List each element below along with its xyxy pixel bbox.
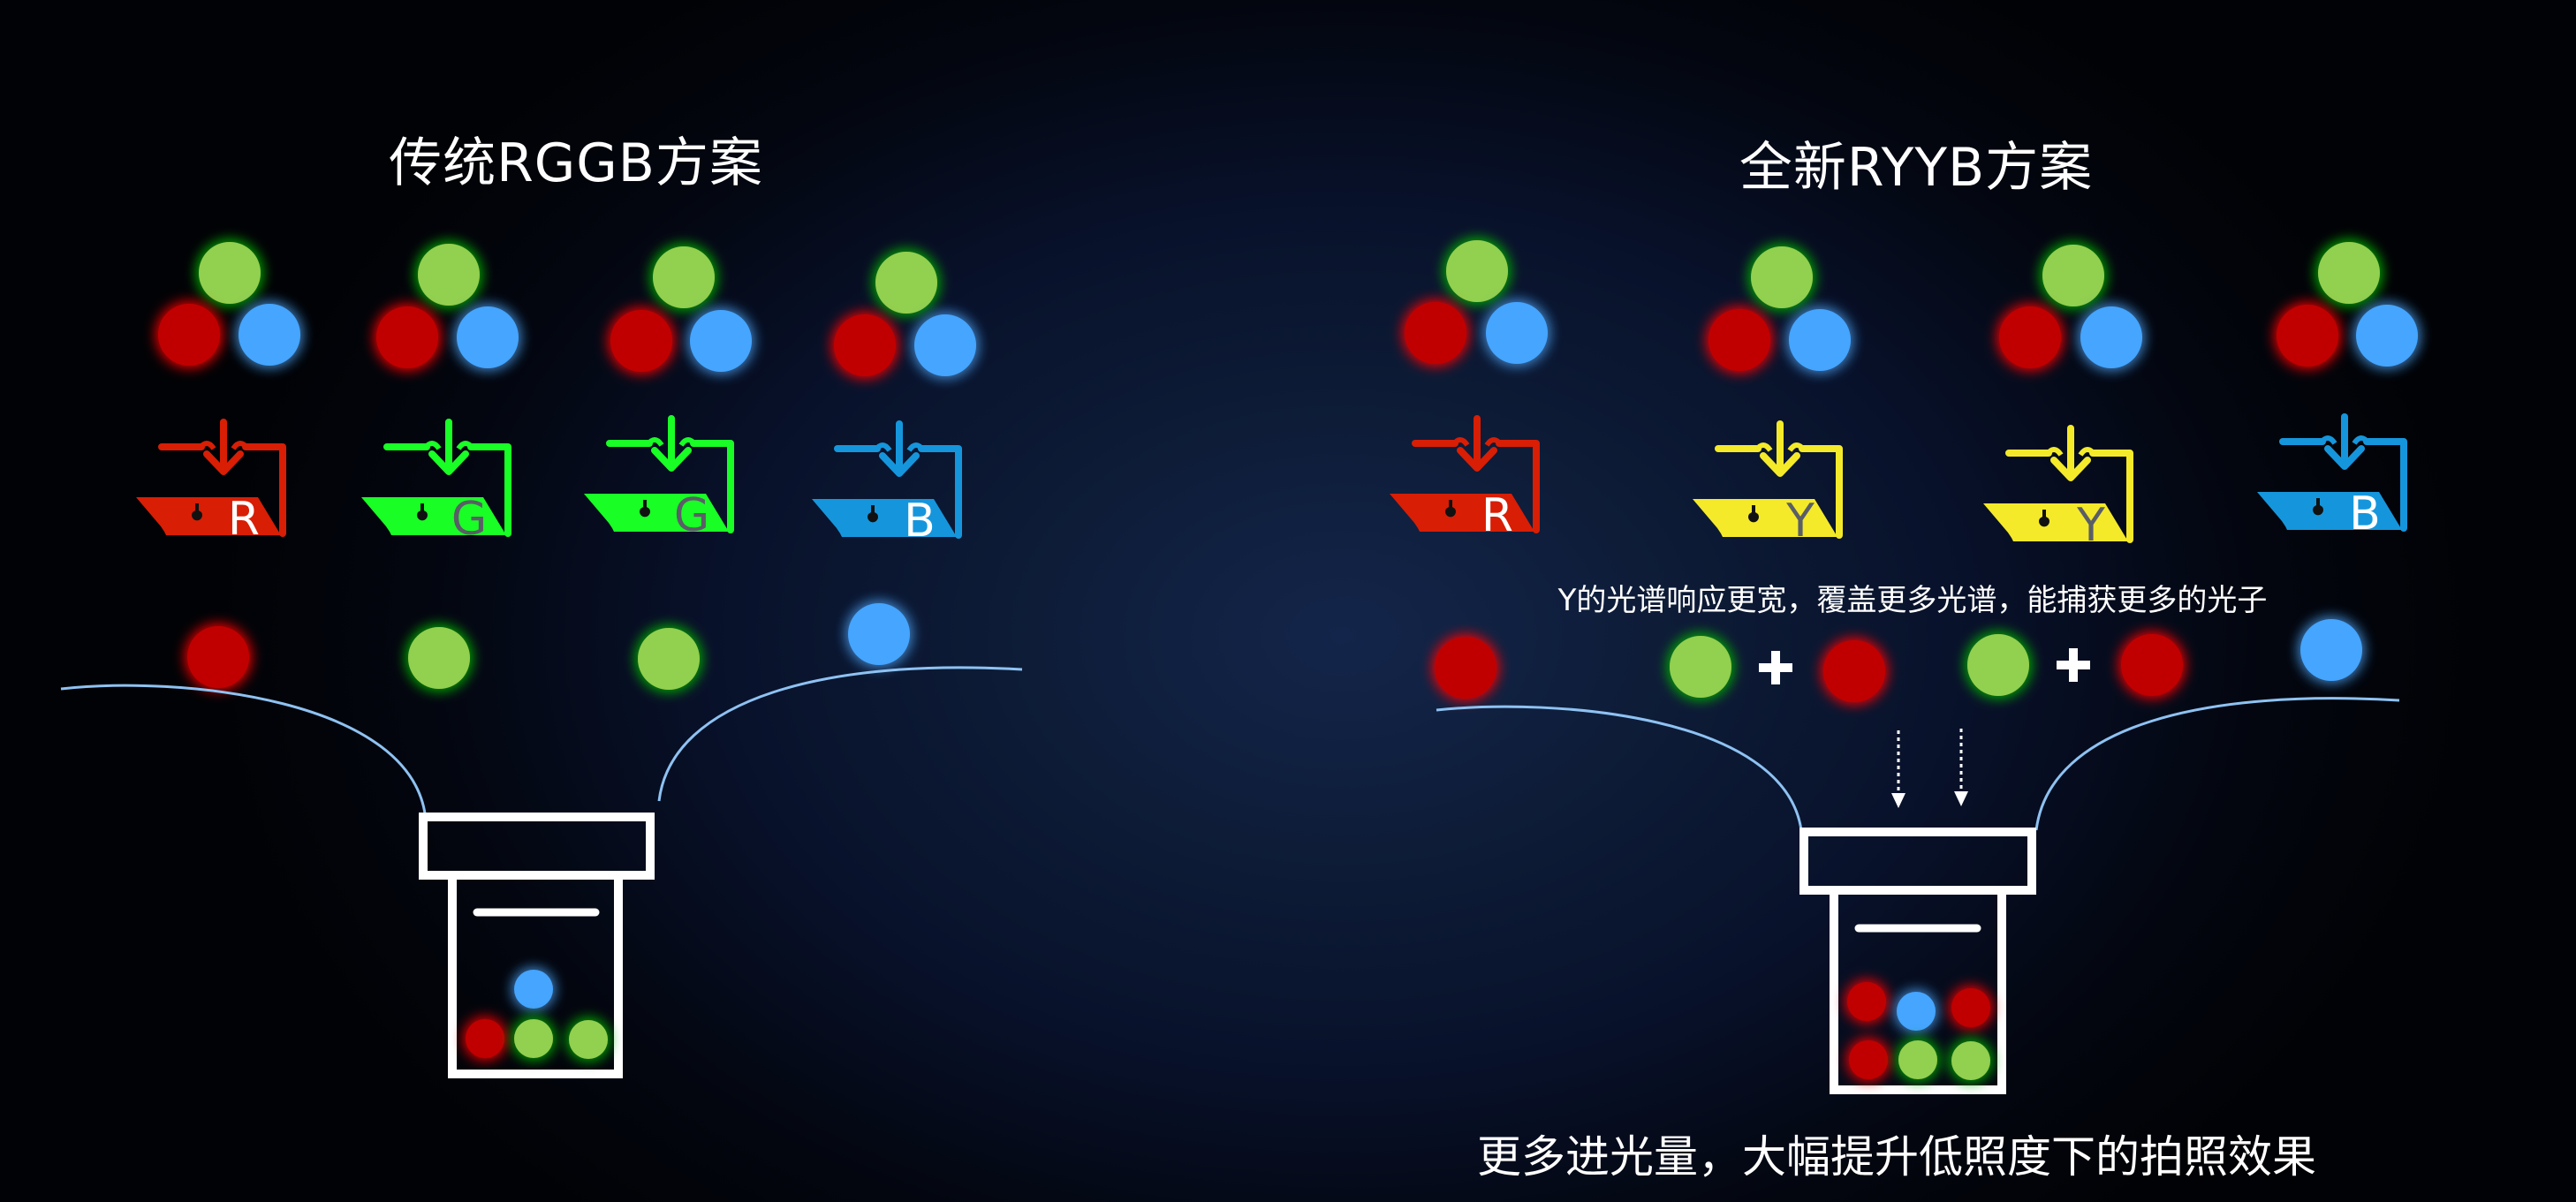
- well-body: [448, 880, 623, 1078]
- red-photon: [466, 1019, 504, 1058]
- green-photon: [514, 1019, 553, 1058]
- green-light-ball: [653, 246, 715, 308]
- red-light-ball: [376, 306, 438, 368]
- funnel-arc-right: [2034, 697, 2400, 831]
- filter-letter: Y: [2076, 499, 2105, 552]
- arrow-down-icon: [1954, 791, 1968, 806]
- green-light-ball: [1446, 240, 1508, 302]
- left-title: 传统RGGB方案: [389, 132, 763, 194]
- green-light-ball: [1751, 246, 1813, 308]
- plus-icon: [2057, 648, 2090, 682]
- blue-light-ball: [2356, 305, 2418, 367]
- green-light-ball: [199, 242, 261, 304]
- red-light-ball: [158, 304, 220, 366]
- red-light-ball: [2121, 634, 2183, 696]
- right-input-light-clusters: [1405, 240, 2418, 371]
- right-passed-light: [1435, 619, 2362, 702]
- left-collected-photons: [466, 970, 608, 1059]
- red-light-ball: [1708, 309, 1770, 371]
- left-color-filters: R G G B: [136, 419, 958, 548]
- plus-signs: [1759, 648, 2090, 684]
- left-input-light-clusters: [158, 242, 976, 376]
- blue-light-ball: [1789, 309, 1851, 371]
- left-photo-well: [419, 813, 655, 1078]
- blue-light-ball: [1486, 302, 1548, 364]
- green-light-ball: [418, 244, 480, 306]
- red-photon: [1849, 1040, 1888, 1079]
- red-light-ball: [1999, 306, 2061, 368]
- plus-icon: [1759, 651, 1792, 684]
- green-light-ball: [2042, 245, 2104, 306]
- blue-photon: [514, 970, 553, 1009]
- right-photo-well: [1799, 828, 2036, 1094]
- light-cluster-3: [1999, 245, 2142, 368]
- ryyb-note: Y的光谱响应更宽，覆盖更多光谱，能捕获更多的光子: [1557, 583, 2268, 618]
- blue-light-ball: [2300, 619, 2362, 681]
- extra-light-arrows: [1891, 729, 1968, 808]
- light-cluster-1: [1405, 240, 1548, 364]
- green-light-ball: [638, 628, 700, 690]
- red-light-ball: [187, 626, 249, 688]
- blue-light-ball: [2080, 306, 2142, 368]
- light-cluster-2: [376, 244, 519, 368]
- well-body: [1830, 895, 2006, 1094]
- funnel-arc-right: [657, 666, 1023, 802]
- green-light-ball: [1967, 634, 2029, 696]
- filter-letter: R: [228, 493, 260, 546]
- well-cap: [1799, 828, 2036, 895]
- filter-letter: B: [904, 495, 936, 548]
- funnel-arc-left: [1436, 705, 1803, 831]
- red-light-ball: [834, 314, 896, 376]
- filter-letter: B: [2349, 488, 2381, 541]
- blue-light-ball: [457, 306, 519, 368]
- red-light-ball: [1823, 640, 1885, 702]
- filter-icon-y: Y: [1693, 424, 1839, 548]
- right-color-filters: R Y Y B: [1390, 417, 2404, 552]
- well-cap: [419, 813, 655, 880]
- left-passed-light: [187, 603, 910, 690]
- red-light-ball: [1405, 302, 1466, 364]
- light-cluster-1: [158, 242, 300, 366]
- filter-icon-b: B: [812, 424, 958, 548]
- filter-icon-r: R: [136, 422, 283, 546]
- green-light-ball: [875, 252, 937, 314]
- green-light-ball: [1670, 636, 1731, 698]
- light-cluster-4: [834, 252, 976, 376]
- filter-letter: G: [674, 489, 709, 542]
- filter-letter: G: [451, 493, 487, 546]
- green-light-ball: [2318, 242, 2380, 304]
- filter-icon-b: B: [2257, 417, 2404, 541]
- red-light-ball: [1435, 637, 1496, 699]
- blue-light-ball: [239, 304, 300, 366]
- green-photon: [569, 1020, 608, 1059]
- light-cluster-4: [2277, 242, 2418, 367]
- filter-icon-y: Y: [1983, 428, 2130, 552]
- funnel-arc-left: [60, 684, 428, 821]
- filter-icon-g: G: [584, 419, 731, 542]
- green-photon: [1951, 1041, 1990, 1080]
- right-collected-photons: [1847, 982, 1990, 1080]
- arrow-down-icon: [1891, 793, 1905, 808]
- filter-icon-g: G: [361, 422, 508, 546]
- green-photon: [1898, 1040, 1937, 1079]
- blue-photon: [1897, 992, 1936, 1031]
- red-photon: [1951, 988, 1990, 1027]
- left-funnel-arcs: [60, 666, 1023, 821]
- red-light-ball: [2277, 305, 2338, 367]
- blue-light-ball: [690, 310, 752, 372]
- right-funnel-arcs: [1436, 697, 2400, 831]
- red-photon: [1847, 982, 1886, 1021]
- filter-letter: Y: [1785, 495, 1815, 548]
- blue-light-ball: [848, 603, 910, 665]
- light-cluster-2: [1708, 246, 1851, 371]
- red-light-ball: [610, 310, 672, 372]
- filter-letter: R: [1481, 489, 1513, 542]
- light-cluster-3: [610, 246, 752, 372]
- blue-light-ball: [914, 314, 976, 376]
- filter-icon-r: R: [1390, 419, 1536, 542]
- green-light-ball: [408, 627, 470, 689]
- right-title: 全新RYYB方案: [1739, 137, 2094, 199]
- ryyb-caption: 更多进光量，大幅提升低照度下的拍照效果: [1477, 1131, 2316, 1183]
